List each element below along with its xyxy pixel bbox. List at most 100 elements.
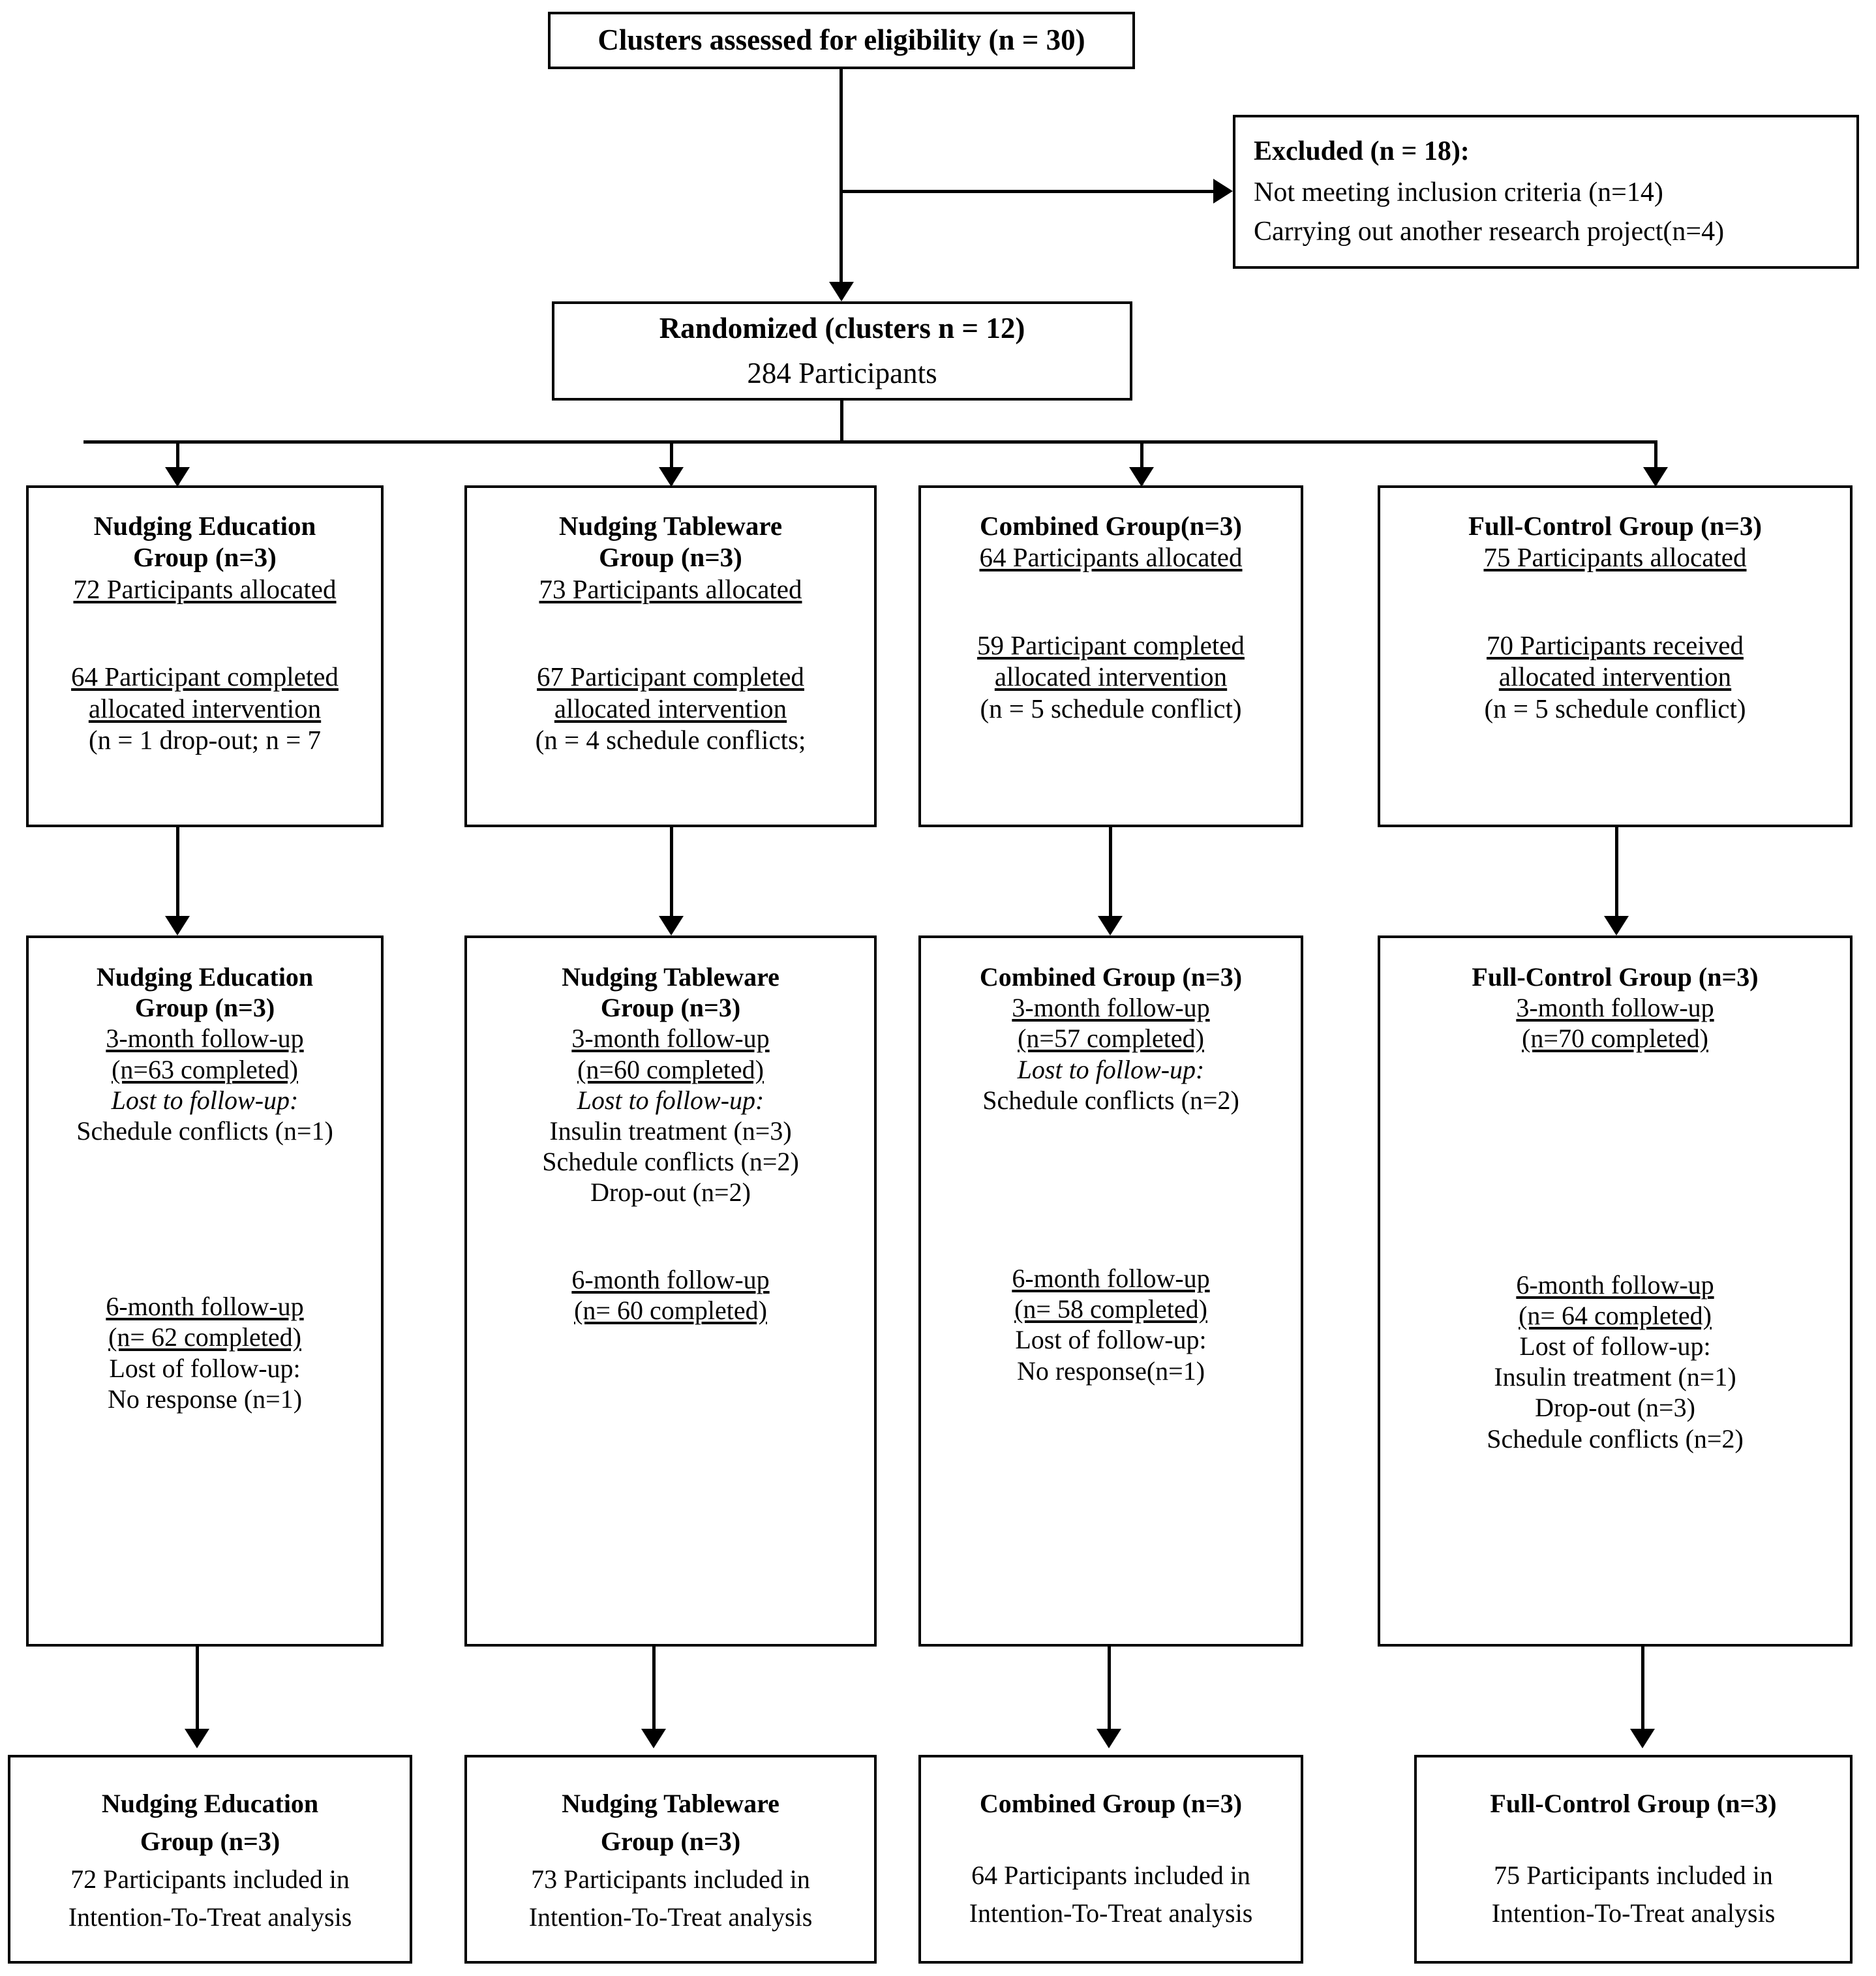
analysis-title-0-line2: Group (n=3) bbox=[140, 1827, 280, 1856]
allocation-completed-2-line2: allocated intervention bbox=[994, 661, 1228, 692]
allocation-title-3-line1: Full-Control Group (n=3) bbox=[1468, 511, 1763, 541]
connector-randomized-stem bbox=[840, 401, 843, 442]
followup-3m-count-2: (n=57 completed) bbox=[1018, 1024, 1204, 1054]
analysis-box-nudging-tableware: Nudging Tableware Group (n=3) 73 Partici… bbox=[464, 1755, 877, 1964]
arrow-alloc-2-icon bbox=[1129, 467, 1154, 487]
followup-3m-label-2: 3-month follow-up bbox=[1012, 993, 1210, 1023]
arrow-fu-1-icon bbox=[659, 916, 684, 935]
randomized-clusters-text: Randomized (clusters n = 12) bbox=[659, 311, 1025, 344]
excluded-reason-1: Carrying out another research project(n=… bbox=[1254, 216, 1725, 247]
connector-alloc-fu-0 bbox=[176, 827, 179, 932]
analysis-line2-0: Intention-To-Treat analysis bbox=[68, 1902, 352, 1932]
randomized-participants-text: 284 Participants bbox=[747, 357, 937, 389]
arrow-fu-0-icon bbox=[165, 916, 190, 935]
followup-3m-label-0: 3-month follow-up bbox=[106, 1024, 304, 1054]
followup-3m-lost-item-1-1: Schedule conflicts (n=2) bbox=[542, 1147, 799, 1177]
analysis-box-full-control: Full-Control Group (n=3) 75 Participants… bbox=[1414, 1755, 1853, 1964]
connector-fu-itt-1 bbox=[652, 1647, 656, 1743]
followup-3m-count-0: (n=63 completed) bbox=[112, 1054, 298, 1084]
followup-6m-count-3: (n= 64 completed) bbox=[1519, 1300, 1712, 1330]
allocation-completed-1-line1: 67 Participant completed bbox=[537, 661, 804, 692]
connector-fu-itt-3 bbox=[1641, 1647, 1644, 1743]
allocation-title-1-line2: Group (n=3) bbox=[599, 542, 742, 573]
followup-title-3-line1: Full-Control Group (n=3) bbox=[1472, 962, 1759, 992]
followup-title-0-line2: Group (n=3) bbox=[134, 993, 275, 1023]
connector-drop-alloc-2 bbox=[1140, 440, 1143, 485]
followup-6m-label-3: 6-month follow-up bbox=[1516, 1269, 1714, 1300]
followup-6m-lost-item-2-0: No response(n=1) bbox=[1016, 1356, 1205, 1386]
analysis-line1-2: 64 Participants included in bbox=[971, 1861, 1250, 1890]
assessed-for-eligibility-box: Clusters assessed for eligibility (n = 3… bbox=[548, 12, 1135, 69]
followup-6m-count-0: (n= 62 completed) bbox=[108, 1322, 301, 1352]
connector-allocation-bus bbox=[83, 440, 1657, 444]
arrow-alloc-3-icon bbox=[1643, 467, 1668, 487]
followup-3m-lost-header-2: Lost to follow-up: bbox=[1017, 1054, 1205, 1084]
followup-3m-lost-item-1-0: Insulin treatment (n=3) bbox=[549, 1116, 792, 1146]
connector-drop-alloc-1 bbox=[670, 440, 673, 485]
connector-drop-alloc-3 bbox=[1654, 440, 1657, 485]
followup-box-combined: Combined Group (n=3) 3-month follow-up (… bbox=[918, 935, 1303, 1647]
arrow-itt-0-icon bbox=[185, 1729, 209, 1748]
connector-assessed-to-excluded bbox=[840, 190, 1217, 193]
allocation-allocated-2: 64 Participants allocated bbox=[979, 542, 1243, 573]
followup-6m-lost-header-0: Lost of follow-up: bbox=[109, 1353, 301, 1383]
followup-6m-label-2: 6-month follow-up bbox=[1012, 1263, 1210, 1293]
followup-title-2-line1: Combined Group (n=3) bbox=[979, 962, 1243, 992]
analysis-box-combined: Combined Group (n=3) 64 Participants inc… bbox=[918, 1755, 1303, 1964]
followup-box-nudging-tableware: Nudging Tableware Group (n=3) 3-month fo… bbox=[464, 935, 877, 1647]
analysis-line2-2: Intention-To-Treat analysis bbox=[969, 1898, 1253, 1928]
analysis-title-3-line1: Full-Control Group (n=3) bbox=[1490, 1789, 1777, 1818]
connector-alloc-fu-1 bbox=[670, 827, 673, 932]
connector-alloc-fu-3 bbox=[1615, 827, 1618, 932]
analysis-line1-3: 75 Participants included in bbox=[1494, 1861, 1773, 1890]
followup-3m-lost-item-1-2: Drop-out (n=2) bbox=[590, 1178, 751, 1208]
allocation-note-3: (n = 5 schedule conflict) bbox=[1484, 693, 1746, 723]
analysis-line1-1: 73 Participants included in bbox=[531, 1864, 810, 1894]
allocation-box-combined: Combined Group(n=3) 64 Participants allo… bbox=[918, 485, 1303, 827]
arrow-to-excluded-icon bbox=[1213, 179, 1233, 204]
followup-6m-label-1: 6-month follow-up bbox=[571, 1264, 770, 1294]
connector-drop-alloc-0 bbox=[176, 440, 179, 485]
arrow-itt-2-icon bbox=[1097, 1729, 1121, 1748]
allocation-completed-0-line1: 64 Participant completed bbox=[71, 661, 339, 692]
allocation-box-full-control: Full-Control Group (n=3) 75 Participants… bbox=[1378, 485, 1853, 827]
allocation-allocated-0: 72 Participants allocated bbox=[73, 573, 337, 604]
allocation-completed-0-line2: allocated intervention bbox=[88, 693, 322, 723]
followup-6m-lost-item-3-1: Drop-out (n=3) bbox=[1535, 1393, 1695, 1423]
arrow-alloc-0-icon bbox=[165, 467, 190, 487]
followup-3m-label-1: 3-month follow-up bbox=[571, 1024, 770, 1054]
followup-3m-count-3: (n=70 completed) bbox=[1522, 1024, 1708, 1054]
followup-3m-lost-item-0-0: Schedule conflicts (n=1) bbox=[76, 1116, 333, 1146]
followup-box-nudging-education: Nudging Education Group (n=3) 3-month fo… bbox=[26, 935, 384, 1647]
followup-6m-count-2: (n= 58 completed) bbox=[1014, 1294, 1207, 1324]
excluded-box: Excluded (n = 18): Not meeting inclusion… bbox=[1233, 115, 1859, 269]
connector-fu-itt-0 bbox=[196, 1647, 199, 1743]
followup-6m-label-0: 6-month follow-up bbox=[106, 1292, 304, 1322]
allocation-box-nudging-tableware: Nudging Tableware Group (n=3) 73 Partici… bbox=[464, 485, 877, 827]
allocation-note-2: (n = 5 schedule conflict) bbox=[980, 693, 1242, 723]
allocation-completed-2-line1: 59 Participant completed bbox=[977, 630, 1245, 660]
analysis-box-nudging-education: Nudging Education Group (n=3) 72 Partici… bbox=[8, 1755, 412, 1964]
arrow-alloc-1-icon bbox=[659, 467, 684, 487]
allocation-note-1: (n = 4 schedule conflicts; bbox=[535, 724, 806, 755]
arrow-fu-2-icon bbox=[1098, 916, 1123, 935]
followup-6m-lost-item-3-2: Schedule conflicts (n=2) bbox=[1487, 1423, 1744, 1453]
followup-6m-lost-header-2: Lost of follow-up: bbox=[1015, 1325, 1207, 1355]
analysis-title-1-line1: Nudging Tableware bbox=[562, 1789, 779, 1818]
analysis-title-1-line2: Group (n=3) bbox=[600, 1827, 741, 1856]
followup-box-full-control: Full-Control Group (n=3) 3-month follow-… bbox=[1378, 935, 1853, 1647]
analysis-title-0-line1: Nudging Education bbox=[101, 1789, 319, 1818]
allocation-title-2-line1: Combined Group(n=3) bbox=[980, 511, 1242, 541]
followup-6m-count-1: (n= 60 completed) bbox=[574, 1295, 767, 1325]
arrow-itt-1-icon bbox=[641, 1729, 666, 1748]
allocation-box-nudging-education: Nudging Education Group (n=3) 72 Partici… bbox=[26, 485, 384, 827]
assessed-text: Clusters assessed for eligibility (n = 3… bbox=[598, 23, 1085, 57]
followup-3m-count-1: (n=60 completed) bbox=[577, 1054, 764, 1084]
connector-alloc-fu-2 bbox=[1109, 827, 1112, 932]
followup-6m-lost-header-3: Lost of follow-up: bbox=[1519, 1331, 1711, 1361]
analysis-line2-1: Intention-To-Treat analysis bbox=[528, 1902, 813, 1932]
allocation-title-0-line2: Group (n=3) bbox=[133, 542, 277, 573]
allocation-title-1-line1: Nudging Tableware bbox=[558, 511, 783, 541]
followup-title-0-line1: Nudging Education bbox=[96, 962, 314, 992]
followup-title-1-line2: Group (n=3) bbox=[600, 993, 741, 1023]
